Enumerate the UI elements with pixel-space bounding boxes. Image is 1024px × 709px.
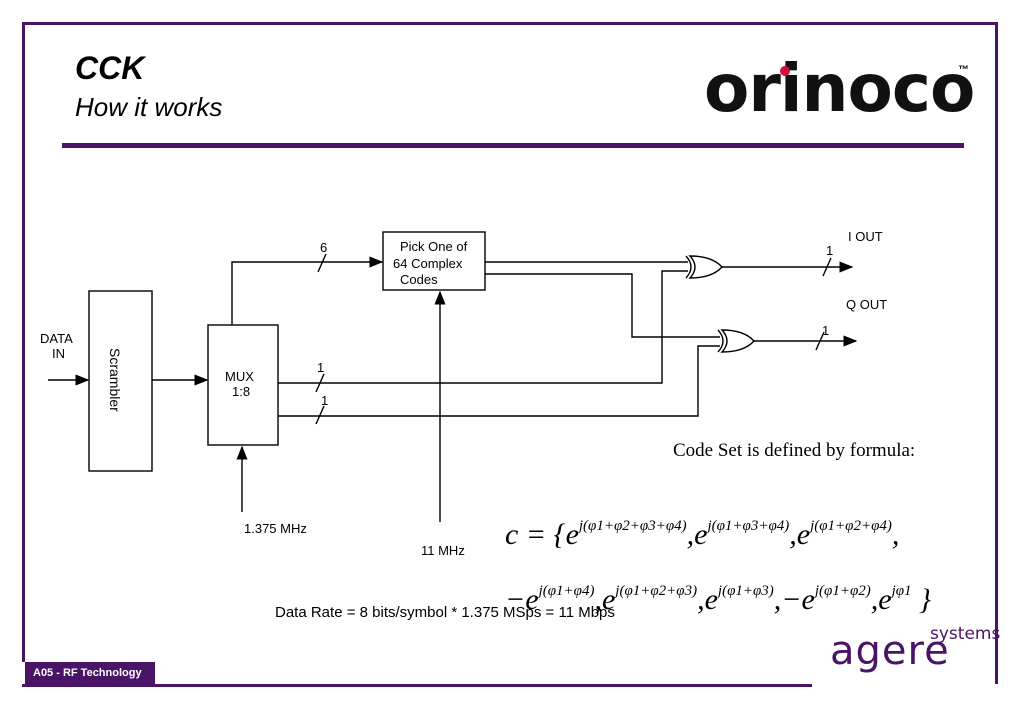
orinoco-logo: orinoco	[704, 50, 975, 127]
formula-exp: j(φ1+φ2+φ4)	[810, 518, 892, 534]
q-out-label: Q OUT	[846, 297, 888, 312]
mux-label-1: MUX	[225, 369, 254, 384]
bus-1a-label: 1	[317, 360, 325, 375]
footer-section-tab: A05 - RF Technology	[25, 662, 155, 684]
scrambler-label: Scrambler	[107, 348, 123, 412]
bus-1b-label: 1	[321, 393, 329, 408]
agere-systems-text: systems	[930, 624, 1001, 644]
trademark-mark: ™	[958, 64, 969, 76]
mux-to-pick-bus	[231, 256, 384, 325]
formula-exp: j(φ1+φ4)	[538, 583, 595, 599]
formula-line-1: c = {ej(φ1+φ2+φ3+φ4),ej(φ1+φ3+φ4),ej(φ1+…	[505, 518, 900, 551]
xor-q-back	[717, 329, 724, 353]
slide-subtitle: How it works	[75, 92, 223, 122]
clk-pick-label: 11 MHz	[421, 543, 465, 558]
pick-label-3: Codes	[400, 272, 438, 287]
formula-line2-suffix: }	[919, 583, 932, 616]
bus-slash-1b	[315, 405, 325, 425]
pick-label-2: 64 Complex	[393, 256, 463, 271]
slide-frame-left	[22, 22, 25, 662]
xor-i-back	[685, 255, 692, 279]
slide-frame	[22, 22, 998, 684]
agere-logo: agere	[830, 628, 950, 674]
xor-q-gate	[720, 329, 755, 353]
data-rate-text: Data Rate = 8 bits/symbol * 1.375 MSps =…	[275, 604, 615, 621]
xor-i-gate	[688, 255, 723, 279]
mux-bit-b-line	[278, 345, 720, 417]
bus-i-label: 1	[826, 243, 834, 258]
bus-q-label: 1	[822, 323, 830, 338]
data-in-label-2: IN	[52, 346, 65, 361]
formula-exp: j(φ1+φ2)	[814, 583, 871, 599]
slide-title: CCK	[75, 50, 145, 86]
clk-mux-label: 1.375 MHz	[244, 521, 307, 536]
mux-bit-a-line	[278, 270, 688, 384]
slide-frame-bottom	[22, 684, 812, 687]
formula-line-2: −ej(φ1+φ4),ej(φ1+φ2+φ3),ej(φ1+φ3),−ej(φ1…	[505, 583, 932, 616]
pick-label-1: Pick One of	[400, 239, 468, 254]
pick-q-line	[485, 273, 720, 338]
mux-box	[207, 324, 279, 446]
formula-exp: j(φ1+φ2+φ3+φ4)	[578, 518, 687, 534]
formula-exp: j(φ1+φ2+φ3)	[615, 583, 698, 599]
bus-6-label: 6	[320, 240, 328, 255]
bus-slash-q	[815, 331, 825, 351]
formula-prefix: c = {	[505, 518, 566, 551]
orinoco-logo-text: orinoco	[704, 50, 975, 127]
bus-slash-6	[317, 253, 327, 273]
formula-caption: Code Set is defined by formula:	[673, 440, 916, 461]
i-out-label: I OUT	[848, 229, 883, 244]
pick-codes-box	[382, 231, 486, 291]
logo-dot	[780, 66, 790, 76]
formula-line1-suffix: ,	[891, 518, 900, 551]
formula-exp: jφ1	[891, 583, 912, 599]
scrambler-box	[88, 290, 153, 472]
formula-exp: j(φ1+φ3)	[717, 583, 774, 599]
mux-label-2: 1:8	[232, 384, 251, 399]
title-rule	[62, 143, 964, 148]
bus-slash-i	[822, 257, 832, 277]
formula-exp: j(φ1+φ3+φ4)	[707, 518, 790, 534]
bus-slash-1a	[315, 373, 325, 393]
code-set-formula: c = {ej(φ1+φ2+φ3+φ4),ej(φ1+φ3+φ4),ej(φ1+…	[505, 498, 931, 628]
data-in-label-1: DATA	[40, 331, 73, 346]
